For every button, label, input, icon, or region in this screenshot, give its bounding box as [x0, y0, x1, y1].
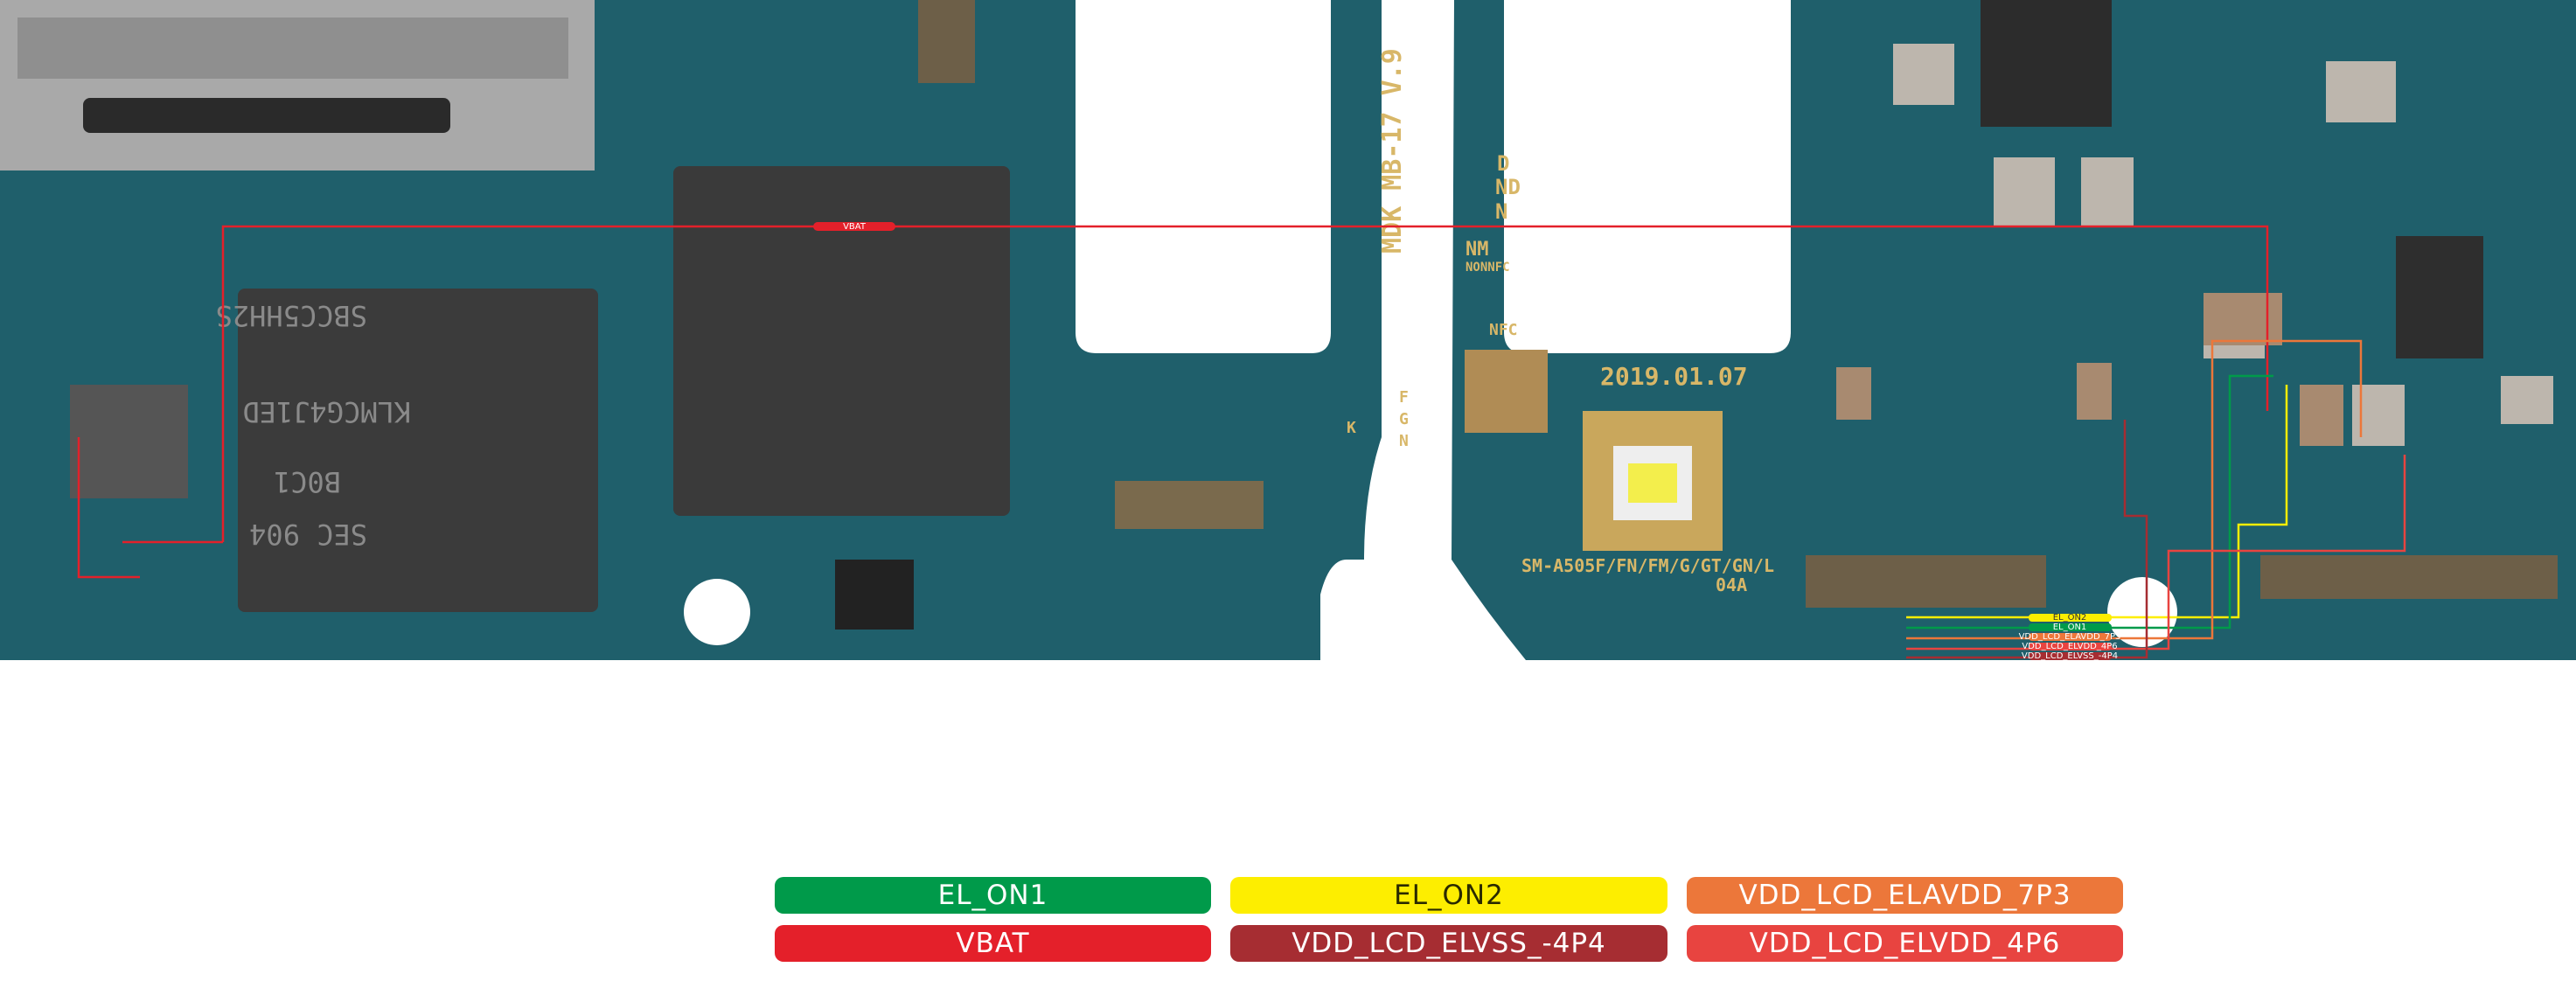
silk-mdk: MDK MB-17 V.9 [1377, 48, 1408, 254]
net-tag-el-on2: EL_ON2 [2053, 613, 2087, 623]
trace-vbat-left [77, 437, 140, 579]
pcb-right-section [1452, 0, 2576, 660]
legend-label: VDD_LCD_ELAVDD_7P3 [1738, 880, 2071, 911]
legend-el-on1[interactable]: EL_ON1 [775, 877, 1211, 914]
silk-g: G [1399, 410, 1409, 428]
silk-n: N [1495, 199, 1507, 224]
silk-nonnfc: NONNFC [1466, 261, 1510, 275]
legend-label: EL_ON2 [1394, 880, 1504, 911]
silk-nfc: NFC [1489, 321, 1518, 339]
silk-k: K [1347, 419, 1356, 437]
legend-label: VBAT [956, 928, 1030, 959]
chip-marking: SEC 904 [249, 518, 367, 551]
trace-vbat [122, 225, 2269, 544]
legend-label: VDD_LCD_ELVSS_-4P4 [1291, 928, 1606, 959]
chip-marking: SBCC5HH2S [216, 299, 367, 332]
net-tag-el-on1: EL_ON1 [2053, 623, 2087, 632]
emmc-chip [238, 289, 598, 612]
qr-code [1465, 350, 1548, 433]
soc-chip [673, 166, 1010, 516]
legend-label: VDD_LCD_ELVDD_4P6 [1749, 928, 2061, 959]
silk-nm: NM [1466, 239, 1489, 261]
trace-el-on2 [1906, 385, 2288, 619]
legend-elvss[interactable]: VDD_LCD_ELVSS_-4P4 [1230, 925, 1667, 962]
legend-label: EL_ON1 [937, 880, 1048, 911]
silk-rev: 04A [1716, 574, 1747, 595]
silk-n2: N [1399, 432, 1409, 450]
net-tag-elavdd: VDD_LCD_ELAVDD_7P3 [2019, 632, 2121, 642]
silk-model: SM-A505F/FN/FM/G/GT/GN/L [1521, 555, 1774, 576]
legend-elavdd[interactable]: VDD_LCD_ELAVDD_7P3 [1687, 877, 2123, 914]
legend-vbat[interactable]: VBAT [775, 925, 1211, 962]
legend-el-on2[interactable]: EL_ON2 [1230, 877, 1667, 914]
connector [2260, 555, 2558, 599]
net-tag-vbat: VBAT [843, 222, 867, 232]
legend-elvdd[interactable]: VDD_LCD_ELVDD_4P6 [1687, 925, 2123, 962]
silk-d: D [1497, 151, 1509, 176]
silk-nd: ND [1495, 175, 1521, 199]
chip-marking: KLMCG4J1ED [242, 395, 411, 428]
net-tag-elvdd: VDD_LCD_ELVDD_4P6 [2022, 642, 2117, 651]
lcd-connector [1806, 555, 2046, 608]
chip-marking: B0C1 [274, 465, 341, 498]
silk-date: 2019.01.07 [1600, 362, 1748, 391]
connector [1115, 481, 1264, 529]
net-tag-elvss: VDD_LCD_ELVSS_-4P4 [2022, 651, 2118, 661]
silk-f: F [1399, 388, 1409, 407]
